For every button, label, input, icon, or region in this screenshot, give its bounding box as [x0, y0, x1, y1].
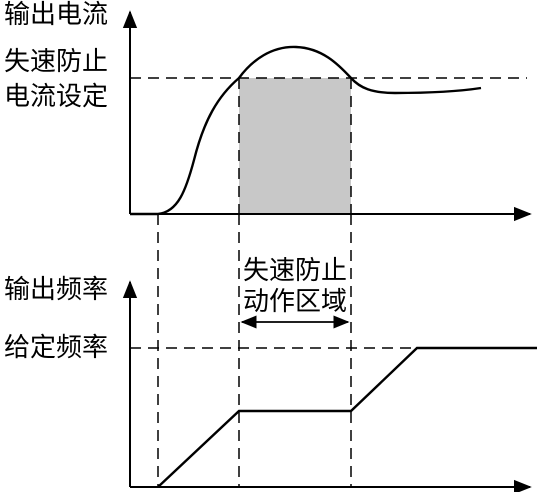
region-label-line1: 失速防止: [242, 256, 347, 286]
stall-region-shading: [239, 78, 351, 214]
threshold-label-line2: 电流设定: [4, 82, 109, 112]
region-label-line2: 动作区域: [242, 287, 347, 317]
setpoint-frequency-label: 给定频率: [4, 333, 109, 363]
output-current-curve: [130, 45, 482, 216]
threshold-label-line1: 失速防止: [4, 47, 109, 77]
output-frequency-curve: [157, 346, 537, 488]
top-y-axis-label: 输出电流: [4, 0, 109, 30]
bottom-y-axis-label: 输出频率: [4, 275, 109, 305]
